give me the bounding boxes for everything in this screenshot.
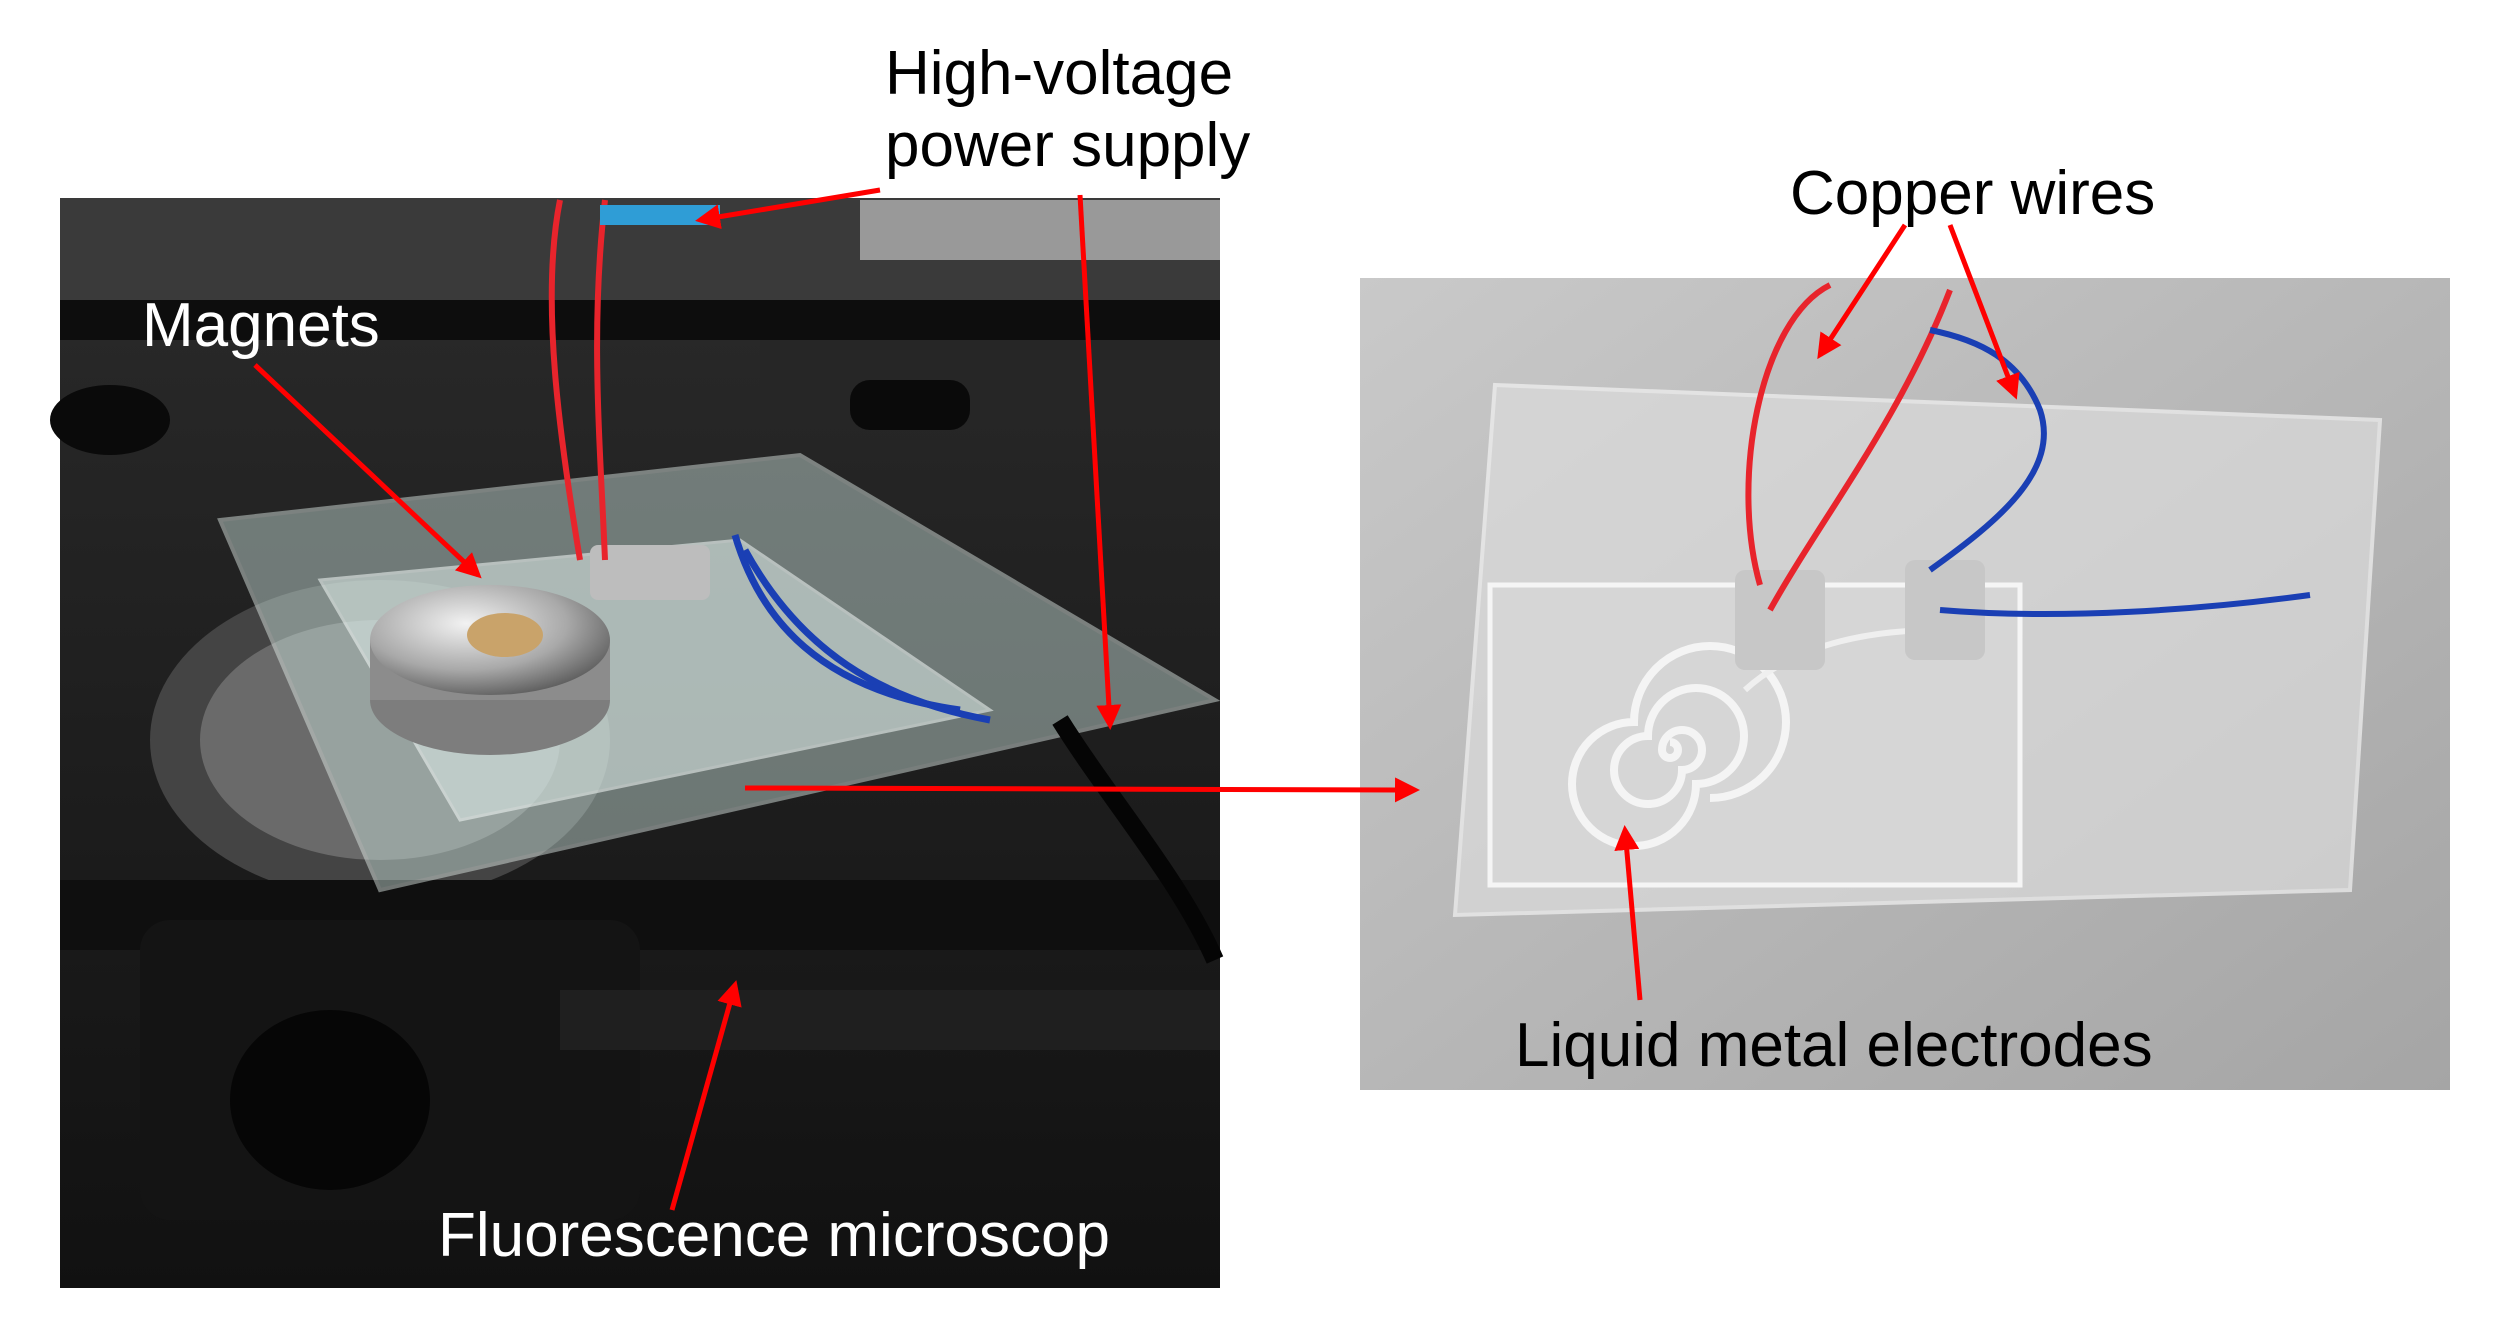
setup-photo: [50, 198, 1224, 1288]
label-power-supply-line2: power supply: [885, 111, 1251, 180]
arrow-copper-wires-right: [1947, 224, 2020, 400]
label-power-supply-line1: High-voltage: [885, 39, 1234, 108]
arrow-copper-wires-left: [1817, 223, 1908, 360]
label-microscope: Fluorescence microscop: [438, 1201, 1110, 1270]
annotation-arrows: [253, 187, 2020, 1211]
label-magnets: Magnets: [142, 291, 380, 360]
arrow-magnets: [253, 363, 482, 579]
label-electrodes: Liquid metal electrodes: [1515, 1011, 2153, 1080]
arrow-electrodes: [1614, 825, 1643, 1001]
arrow-power-supply-right: [1077, 194, 1122, 730]
chip-photo: [1360, 278, 2450, 1090]
arrow-microscope: [669, 980, 742, 1211]
label-copper-wires: Copper wires: [1790, 159, 2156, 228]
arrow-chip-zoom: [744, 777, 1420, 803]
arrow-power-supply-left: [695, 187, 881, 230]
